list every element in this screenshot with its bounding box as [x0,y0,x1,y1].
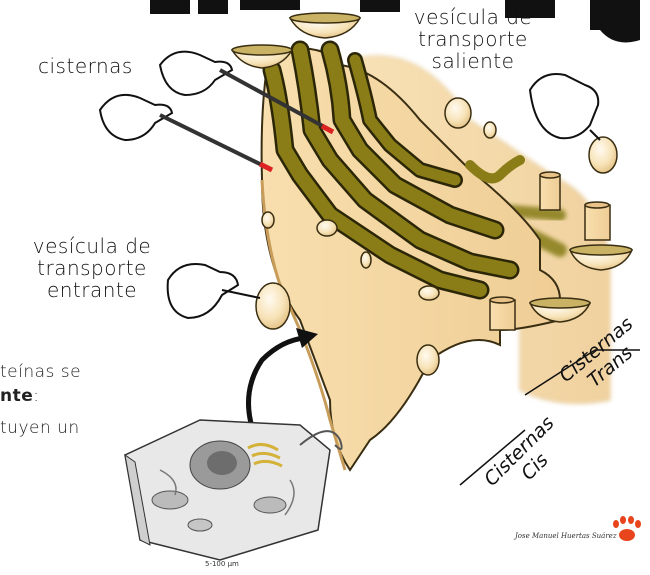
cup-vesicles [230,12,634,323]
body-text-colon: : [33,386,40,406]
body-text-line-1: teínas se [0,362,82,382]
cell-illustration [124,419,343,561]
body-text: teínas se nte: tuyen un [0,360,81,440]
hand-saliente [528,73,601,141]
label-cisternas: cisternas [38,54,133,78]
title-fragment [150,0,640,43]
label-vesicula-saliente-3: saliente [431,49,515,73]
hand-entrante [166,263,261,320]
body-text-bold: nte [0,386,34,406]
body-text-line-2: nte: [0,384,81,408]
label-vesicula-saliente-1: vesícula de [413,5,533,29]
hand-cisternas-1 [158,50,335,135]
body-text-line-3: tuyen un [0,418,80,438]
label-vesicula-entrante-3: entrante [46,278,138,302]
label-vesicula-entrante: vesícula de transporte entrante [22,235,162,301]
label-vesicula-entrante-1: vesícula de [32,234,152,258]
paw-logo [613,516,641,541]
scale-label: 5-100 µm [205,560,239,568]
label-vesicula-saliente-2: transporte [418,27,528,51]
round-vesicles [255,97,618,376]
signature: Jose Manuel Huertas Suárez [515,532,617,540]
label-vesicula-entrante-2: transporte [37,256,147,280]
hand-cisternas-2 [98,94,274,173]
label-vesicula-saliente: vesícula de transporte saliente [408,6,538,72]
tubules [489,171,611,331]
cis-trans-lines [459,349,640,486]
cisternae-bands [262,40,525,300]
